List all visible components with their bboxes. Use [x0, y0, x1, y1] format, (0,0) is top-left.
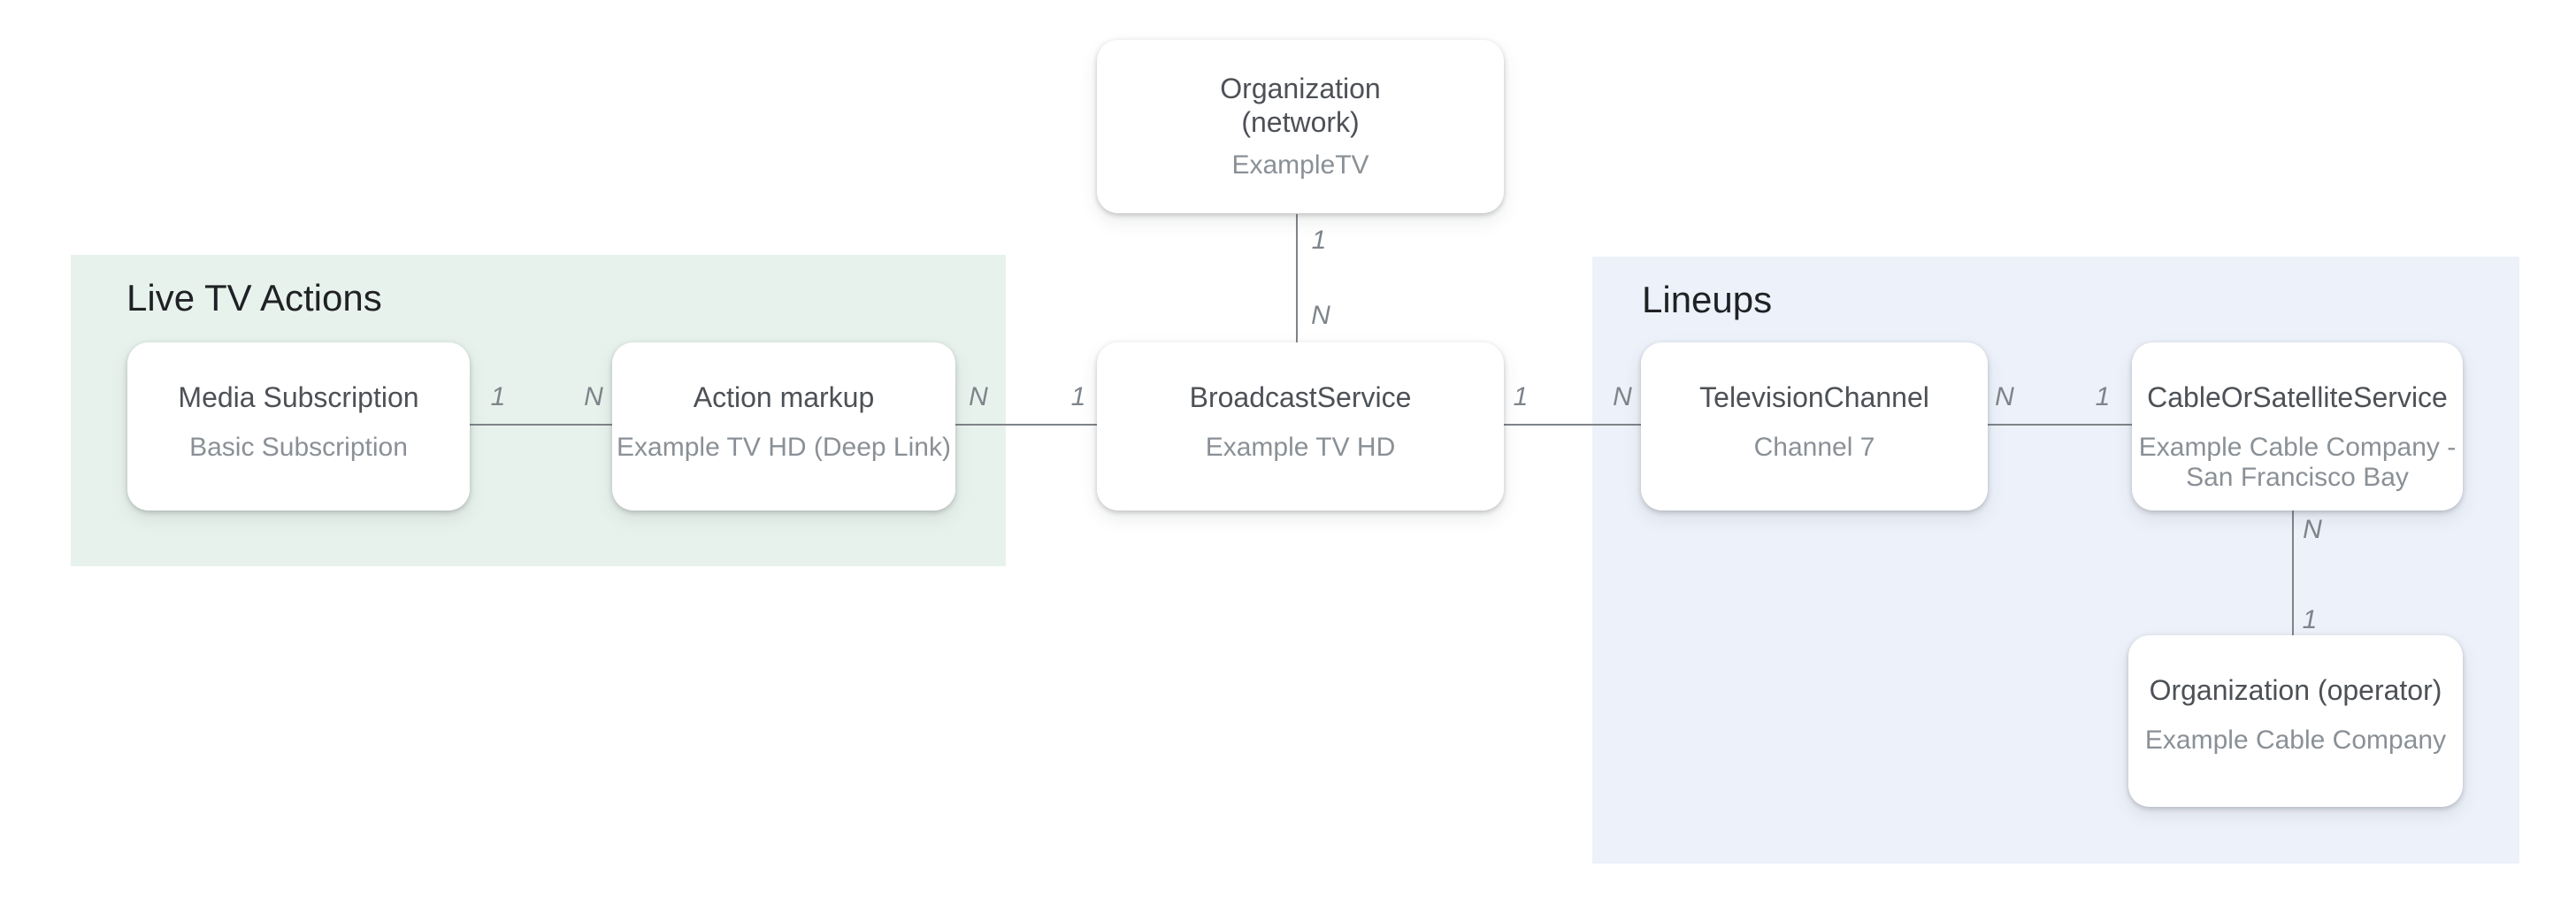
- node-title: BroadcastService: [1189, 381, 1412, 413]
- group-label-lineups: Lineups: [1642, 279, 1773, 320]
- cardinality-cable-to-operator-start: N: [2303, 515, 2322, 544]
- node-title: Organization (operator): [2149, 674, 2442, 706]
- node-subtitle: Channel 7: [1753, 433, 1875, 462]
- group-label-live-tv-actions: Live TV Actions: [126, 277, 382, 319]
- node-title: TelevisionChannel: [1699, 381, 1929, 413]
- node-title: CableOrSatelliteService: [2147, 381, 2448, 413]
- node-subtitle: Example Cable Company - San Francisco Ba…: [2139, 433, 2457, 493]
- cardinality-television-channel-to-cable-end: 1: [2095, 382, 2111, 411]
- edge-broadcast-to-television-channel: [1504, 424, 1641, 426]
- node-subtitle-line2: San Francisco Bay: [2186, 463, 2409, 492]
- cardinality-media-subscription-to-action-markup-start: 1: [490, 382, 506, 411]
- node-subtitle: ExampleTV: [1231, 150, 1369, 180]
- cardinality-network-to-broadcast-start: 1: [1311, 226, 1327, 255]
- node-title-line2: (network): [1241, 106, 1360, 138]
- cardinality-broadcast-to-television-channel-end: N: [1613, 382, 1632, 411]
- edge-cable-to-operator: [2292, 511, 2294, 635]
- node-subtitle: Example TV HD: [1205, 433, 1396, 462]
- node-title: Media Subscription: [178, 381, 419, 413]
- edge-network-to-broadcast: [1296, 214, 1298, 342]
- node-organization-network: Organization (network) ExampleTV: [1097, 40, 1504, 213]
- node-broadcast-service: BroadcastService Example TV HD: [1097, 342, 1504, 511]
- edge-action-markup-to-broadcast: [955, 424, 1097, 426]
- node-media-subscription: Media Subscription Basic Subscription: [127, 342, 470, 511]
- node-subtitle: Example TV HD (Deep Link): [617, 433, 951, 462]
- cardinality-media-subscription-to-action-markup-end: N: [584, 382, 603, 411]
- node-subtitle: Example Cable Company: [2144, 726, 2447, 755]
- node-subtitle: Basic Subscription: [189, 433, 408, 462]
- node-action-markup: Action markup Example TV HD (Deep Link): [612, 342, 955, 511]
- cardinality-network-to-broadcast-end: N: [1311, 301, 1330, 330]
- node-subtitle-line1: Example Cable Company -: [2138, 433, 2457, 462]
- edge-media-subscription-to-action-markup: [470, 424, 612, 426]
- node-title: Organization (network): [1220, 72, 1380, 139]
- node-title: Action markup: [693, 381, 875, 413]
- cardinality-action-markup-to-broadcast-end: 1: [1070, 382, 1086, 411]
- cardinality-broadcast-to-television-channel-start: 1: [1513, 382, 1529, 411]
- cardinality-cable-to-operator-end: 1: [2302, 605, 2318, 634]
- cardinality-television-channel-to-cable-start: N: [1995, 382, 2014, 411]
- cardinality-action-markup-to-broadcast-start: N: [969, 382, 988, 411]
- node-television-channel: TelevisionChannel Channel 7: [1641, 342, 1988, 511]
- node-title-line1: Organization: [1220, 73, 1381, 104]
- edge-television-channel-to-cable: [1988, 424, 2132, 426]
- node-cable-or-satellite-service: CableOrSatelliteService Example Cable Co…: [2132, 342, 2463, 511]
- node-organization-operator: Organization (operator) Example Cable Co…: [2128, 635, 2463, 807]
